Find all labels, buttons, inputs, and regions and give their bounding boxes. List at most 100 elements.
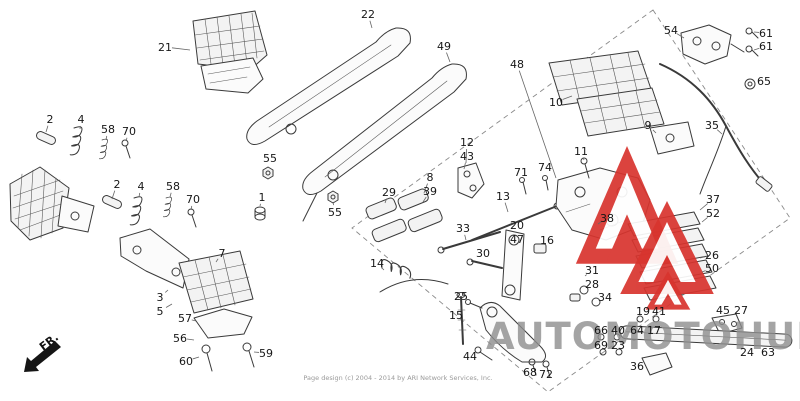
part-number-7[interactable]: 7 <box>219 247 226 260</box>
part-number-58[interactable]: 58 <box>166 180 180 193</box>
part-number-71[interactable]: 71 <box>514 166 528 179</box>
part-number-11[interactable]: 11 <box>574 145 588 158</box>
callout-leader-29 <box>384 198 387 204</box>
part-number-19[interactable]: 19 <box>636 305 650 318</box>
part-number-17[interactable]: 17 <box>647 324 661 337</box>
part-number-37[interactable]: 37 <box>706 193 720 206</box>
part-number-16[interactable]: 16 <box>540 234 554 247</box>
part-number-55[interactable]: 55 <box>263 152 277 165</box>
part-number-52[interactable]: 52 <box>706 207 720 220</box>
part-number-36[interactable]: 36 <box>630 360 644 373</box>
part-bracket-43 <box>457 162 485 199</box>
part-number-12[interactable]: 12 <box>460 136 474 149</box>
part-number-23[interactable]: 23 <box>611 339 625 352</box>
part-number-4[interactable]: 4 <box>138 180 145 193</box>
part-number-13[interactable]: 13 <box>496 190 510 203</box>
part-number-68[interactable]: 68 <box>523 366 537 379</box>
part-number-28[interactable]: 28 <box>585 278 599 291</box>
part-number-31[interactable]: 31 <box>585 264 599 277</box>
part-number-30[interactable]: 30 <box>476 247 490 260</box>
part-number-9[interactable]: 9 <box>645 119 652 132</box>
part-number-29[interactable]: 29 <box>382 186 396 199</box>
callout-leader-37 <box>699 203 708 211</box>
part-bracket-36 <box>641 352 673 376</box>
callout-leader-52 <box>701 217 708 223</box>
part-number-35[interactable]: 35 <box>705 119 719 132</box>
callout-leader-50 <box>701 270 706 273</box>
callout-leader-2 <box>45 125 49 133</box>
part-number-54[interactable]: 54 <box>664 24 678 37</box>
part-number-56[interactable]: 56 <box>173 332 187 345</box>
part-stay-rod-14 <box>379 279 449 293</box>
part-rear-floorboard <box>548 50 665 137</box>
fr-label: FR. <box>37 331 61 354</box>
part-number-64[interactable]: 64 <box>630 324 644 337</box>
fr-direction-indicator: FR. <box>24 331 61 372</box>
part-number-20[interactable]: 20 <box>510 219 524 232</box>
part-bolt-15 <box>456 292 467 345</box>
part-bracket-45 <box>711 313 743 335</box>
part-number-74[interactable]: 74 <box>538 161 552 174</box>
part-number-57[interactable]: 57 <box>178 312 192 325</box>
part-number-70[interactable]: 70 <box>186 193 200 206</box>
part-number-27[interactable]: 27 <box>734 304 748 317</box>
part-number-66[interactable]: 66 <box>594 324 608 337</box>
callout-leader-61 <box>753 47 760 51</box>
part-number-50[interactable]: 50 <box>705 262 719 275</box>
part-number-38[interactable]: 38 <box>600 212 614 225</box>
part-number-49[interactable]: 49 <box>437 40 451 53</box>
part-number-61[interactable]: 61 <box>759 40 773 53</box>
part-number-3[interactable]: 3 <box>157 291 164 304</box>
copyright-text: Page design (c) 2004 - 2014 by ARI Netwo… <box>303 374 492 382</box>
part-number-59[interactable]: 59 <box>259 347 273 360</box>
callout-leader-54 <box>676 33 685 39</box>
part-number-21[interactable]: 21 <box>158 41 172 54</box>
part-number-41[interactable]: 41 <box>652 305 666 318</box>
part-number-25[interactable]: 25 <box>454 290 468 303</box>
part-bolt-61a <box>745 27 759 39</box>
part-number-4[interactable]: 4 <box>78 113 85 126</box>
part-pedal-arm <box>479 302 546 363</box>
part-number-5[interactable]: 5 <box>157 305 164 318</box>
part-bolt-33 <box>437 231 501 254</box>
part-bolt-59 <box>242 342 255 368</box>
part-number-2[interactable]: 2 <box>114 178 121 191</box>
part-number-22[interactable]: 22 <box>361 8 375 21</box>
part-number-61[interactable]: 61 <box>759 27 773 40</box>
part-number-40[interactable]: 40 <box>611 324 625 337</box>
part-number-47[interactable]: 47 <box>510 233 524 246</box>
callout-leader-26 <box>699 256 706 259</box>
part-number-70[interactable]: 70 <box>122 125 136 138</box>
part-number-34[interactable]: 34 <box>598 291 612 304</box>
part-bolt-25 <box>465 299 483 309</box>
part-number-69[interactable]: 69 <box>594 339 608 352</box>
part-number-2[interactable]: 2 <box>47 113 54 126</box>
part-number-1[interactable]: 1 <box>259 191 266 204</box>
part-number-43[interactable]: 43 <box>460 150 474 163</box>
part-number-33[interactable]: 33 <box>456 222 470 235</box>
part-number-39[interactable]: 39 <box>423 185 437 198</box>
callout-leader-9 <box>652 129 657 134</box>
part-number-26[interactable]: 26 <box>705 249 719 262</box>
part-number-60[interactable]: 60 <box>179 355 193 368</box>
part-spring-4a <box>69 125 83 157</box>
part-number-45[interactable]: 45 <box>716 304 730 317</box>
part-number-10[interactable]: 10 <box>549 96 563 109</box>
callout-leader-21 <box>171 47 191 51</box>
part-number-15[interactable]: 15 <box>449 309 463 322</box>
part-number-48[interactable]: 48 <box>510 58 524 71</box>
part-number-44[interactable]: 44 <box>463 350 477 363</box>
part-number-55[interactable]: 55 <box>328 206 342 219</box>
part-bolt-72 <box>542 360 551 378</box>
part-bolt-30 <box>466 258 503 269</box>
part-number-8[interactable]: 8 <box>427 171 434 184</box>
callout-leader-38 <box>597 221 602 225</box>
part-number-72[interactable]: 72 <box>539 368 553 381</box>
part-number-24[interactable]: 24 <box>740 346 754 359</box>
part-number-58[interactable]: 58 <box>101 123 115 136</box>
part-number-14[interactable]: 14 <box>370 257 384 270</box>
part-number-65[interactable]: 65 <box>757 75 771 88</box>
part-number-63[interactable]: 63 <box>761 346 775 359</box>
fr-arrow-icon <box>24 341 61 372</box>
